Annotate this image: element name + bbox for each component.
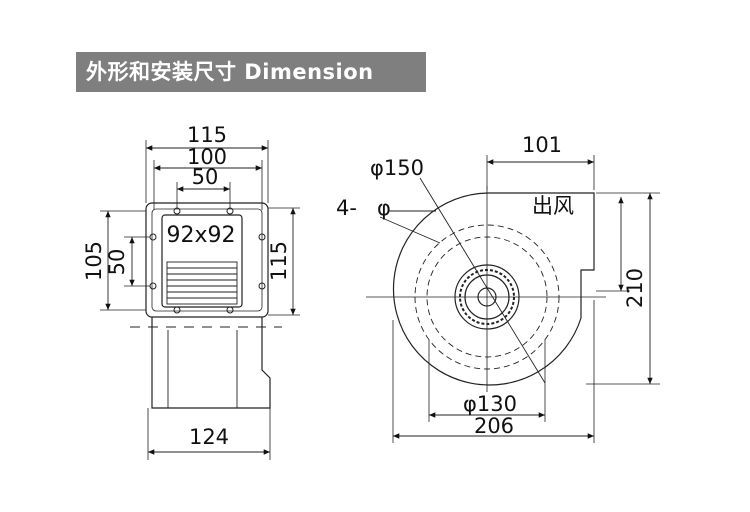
dim-50-top-label: 50 xyxy=(192,165,219,189)
motor-housing xyxy=(151,317,271,409)
inlet-size-label: 92x92 xyxy=(166,223,235,248)
dim-210-label: 210 xyxy=(623,268,647,308)
section-title: 外形和安装尺寸 Dimension xyxy=(76,52,426,92)
mounting-holes xyxy=(149,207,266,314)
dim-50-side-label: 50 xyxy=(105,249,129,276)
mounting-holes-label: 4- φ xyxy=(336,196,391,220)
dia-150-label: φ150 xyxy=(370,156,424,180)
flange-plate xyxy=(145,202,269,318)
dim-100-label: 100 xyxy=(187,145,227,169)
left-view xyxy=(100,140,300,460)
dim-124-label: 124 xyxy=(189,425,229,449)
inlet-louvres xyxy=(166,261,238,305)
dia-130-label: φ130 xyxy=(463,392,517,416)
dim-105-label: 105 xyxy=(82,241,106,281)
flange-inner xyxy=(151,208,263,312)
dim-115-top-label: 115 xyxy=(187,123,227,147)
dim-101-label: 101 xyxy=(522,133,562,157)
dim-115-right-label: 115 xyxy=(267,241,291,281)
dim-206-label: 206 xyxy=(474,414,514,438)
inlet-opening xyxy=(161,214,243,308)
right-view xyxy=(366,155,660,443)
outlet-label: 出风 xyxy=(532,194,574,218)
scroll-housing xyxy=(392,192,595,386)
